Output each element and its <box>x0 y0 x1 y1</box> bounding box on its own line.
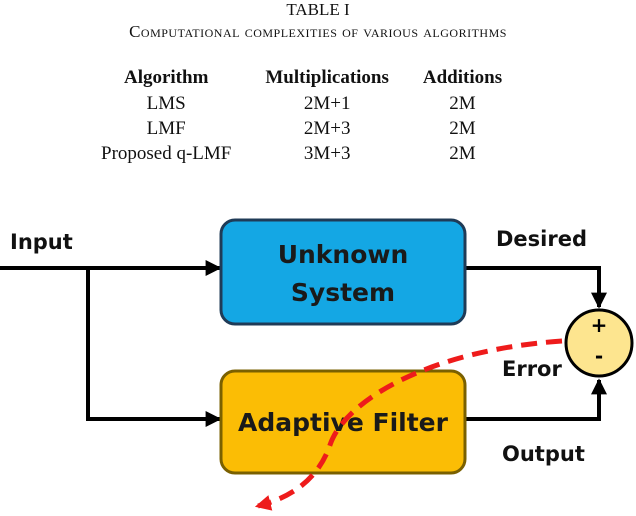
table-row: Proposed q-LMF 3M+3 2M <box>84 141 519 166</box>
table-row: LMF 2M+3 2M <box>84 116 519 141</box>
input-label: Input <box>10 230 73 254</box>
input-branch-line <box>86 268 222 427</box>
summer-plus-sign: + <box>591 313 608 337</box>
summing-junction <box>564 308 634 378</box>
table-cell: LMS <box>146 93 186 114</box>
table-cell: 2M+3 <box>303 118 351 139</box>
error-label: Error <box>502 357 562 381</box>
table-cell: LMF <box>146 118 186 139</box>
unknown-system-label: System <box>291 278 395 307</box>
table-cell: 2M <box>449 93 476 114</box>
table-cell: 2M <box>449 118 476 139</box>
complexity-table: Algorithm Multiplications Additions LMS … <box>84 64 519 166</box>
table-cell: Proposed q-LMF <box>101 143 232 164</box>
table-row: LMS 2M+1 2M <box>84 91 519 116</box>
table-caption-number: TABLE I <box>286 0 350 19</box>
unknown-system-block <box>219 218 467 326</box>
column-header: Additions <box>422 67 503 88</box>
table-cell: 3M+3 <box>303 143 351 164</box>
error-feedback-arrow <box>254 338 563 511</box>
table-cell: 2M <box>449 143 476 164</box>
column-header: Algorithm <box>123 67 209 88</box>
table-cell: 2M+1 <box>303 93 351 114</box>
table-caption-title: Computational complexities of various al… <box>129 22 507 41</box>
column-header: Multiplications <box>265 67 389 88</box>
summer-minus-sign: - <box>595 344 603 368</box>
desired-label: Desired <box>496 227 587 251</box>
table-header-row: Algorithm Multiplications Additions <box>84 64 519 91</box>
output-line <box>466 378 607 421</box>
output-label: Output <box>502 442 585 466</box>
desired-line <box>466 266 607 309</box>
unknown-system-label: Unknown <box>278 240 409 269</box>
